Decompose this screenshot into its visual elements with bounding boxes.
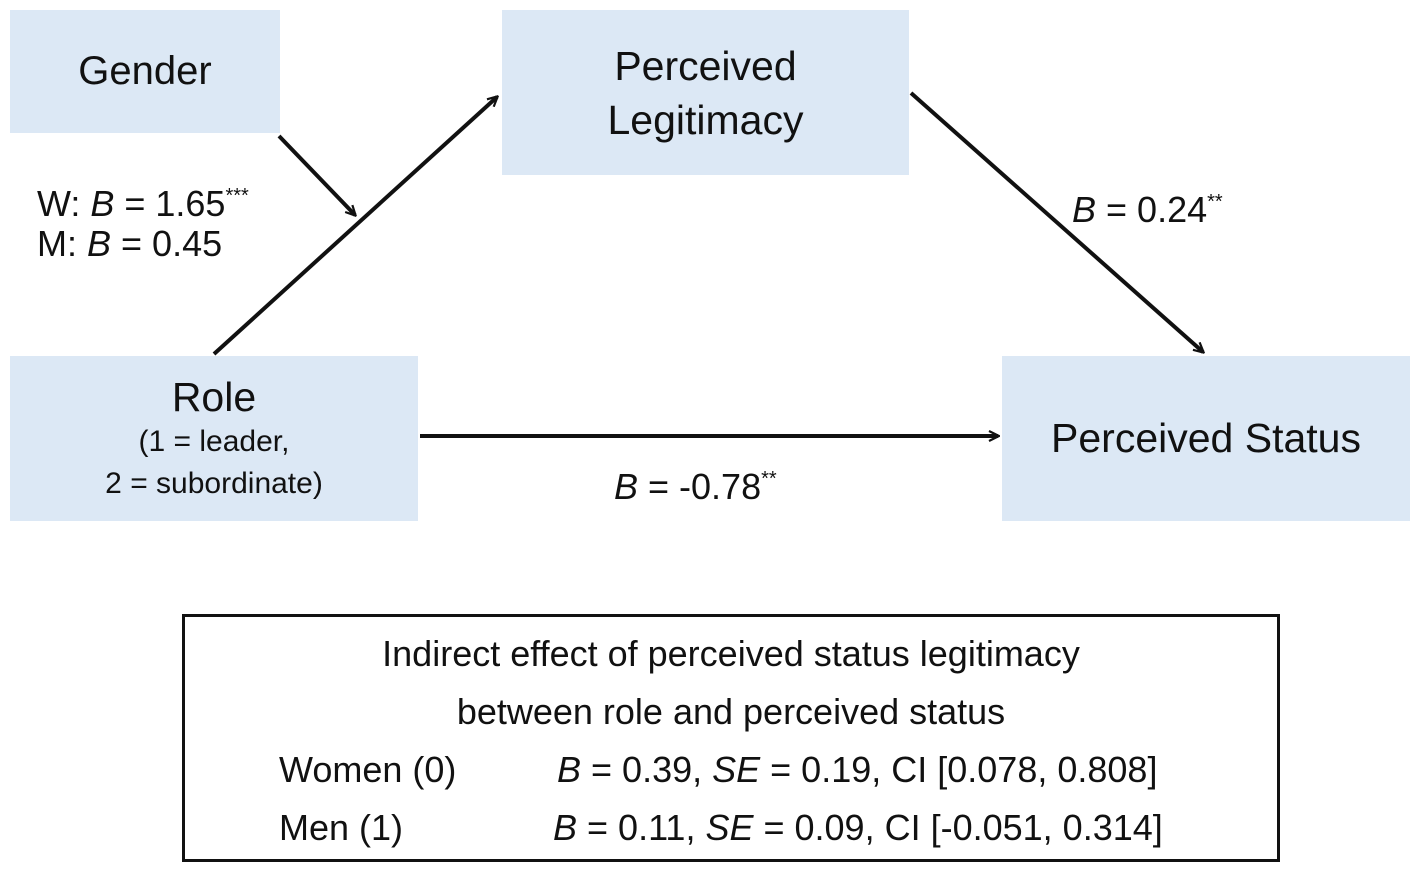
perceived-status-node: Perceived Status	[1002, 356, 1410, 521]
gender-moderation-arrow	[277, 134, 355, 215]
status-label: Perceived Status	[1051, 415, 1361, 461]
legitimacy-to-status-arrow	[909, 91, 1203, 352]
gender-node: Gender	[10, 10, 280, 133]
role-coding-line2: 2 = subordinate)	[105, 466, 323, 500]
summary-title-line1: Indirect effect of perceived status legi…	[382, 633, 1080, 674]
indirect-effect-summary: Indirect effect of perceived status legi…	[182, 614, 1280, 862]
legitimacy-status-coef: B = 0.24**	[1072, 189, 1223, 230]
women-moderation-coef: W: B = 1.65***	[37, 183, 249, 224]
men-indirect-stats: B = 0.11, SE = 0.09, CI [-0.051, 0.314]	[553, 807, 1163, 848]
role-coding-line1: (1 = leader,	[138, 424, 290, 458]
role-node: Role (1 = leader, 2 = subordinate)	[10, 356, 418, 521]
role-label: Role	[171, 373, 257, 420]
women-group-label: Women (0)	[279, 749, 457, 790]
men-moderation-coef: M: B = 0.45	[37, 223, 223, 264]
role-to-legitimacy-arrow	[212, 97, 497, 356]
perceived-legitimacy-node: Perceived Legitimacy	[502, 10, 909, 175]
moderation-coefficients: W: B = 1.65*** M: B = 0.45	[37, 184, 249, 264]
summary-title-line2: between role and perceived status	[456, 691, 1006, 732]
legitimacy-label-line2: Legitimacy	[607, 96, 804, 143]
men-group-label: Men (1)	[279, 807, 404, 848]
gender-label: Gender	[78, 49, 212, 93]
direct-effect-coef: B = -0.78**	[614, 466, 777, 507]
women-indirect-stats: B = 0.39, SE = 0.19, CI [0.078, 0.808]	[557, 749, 1158, 790]
legitimacy-label-line1: Perceived	[614, 42, 797, 89]
